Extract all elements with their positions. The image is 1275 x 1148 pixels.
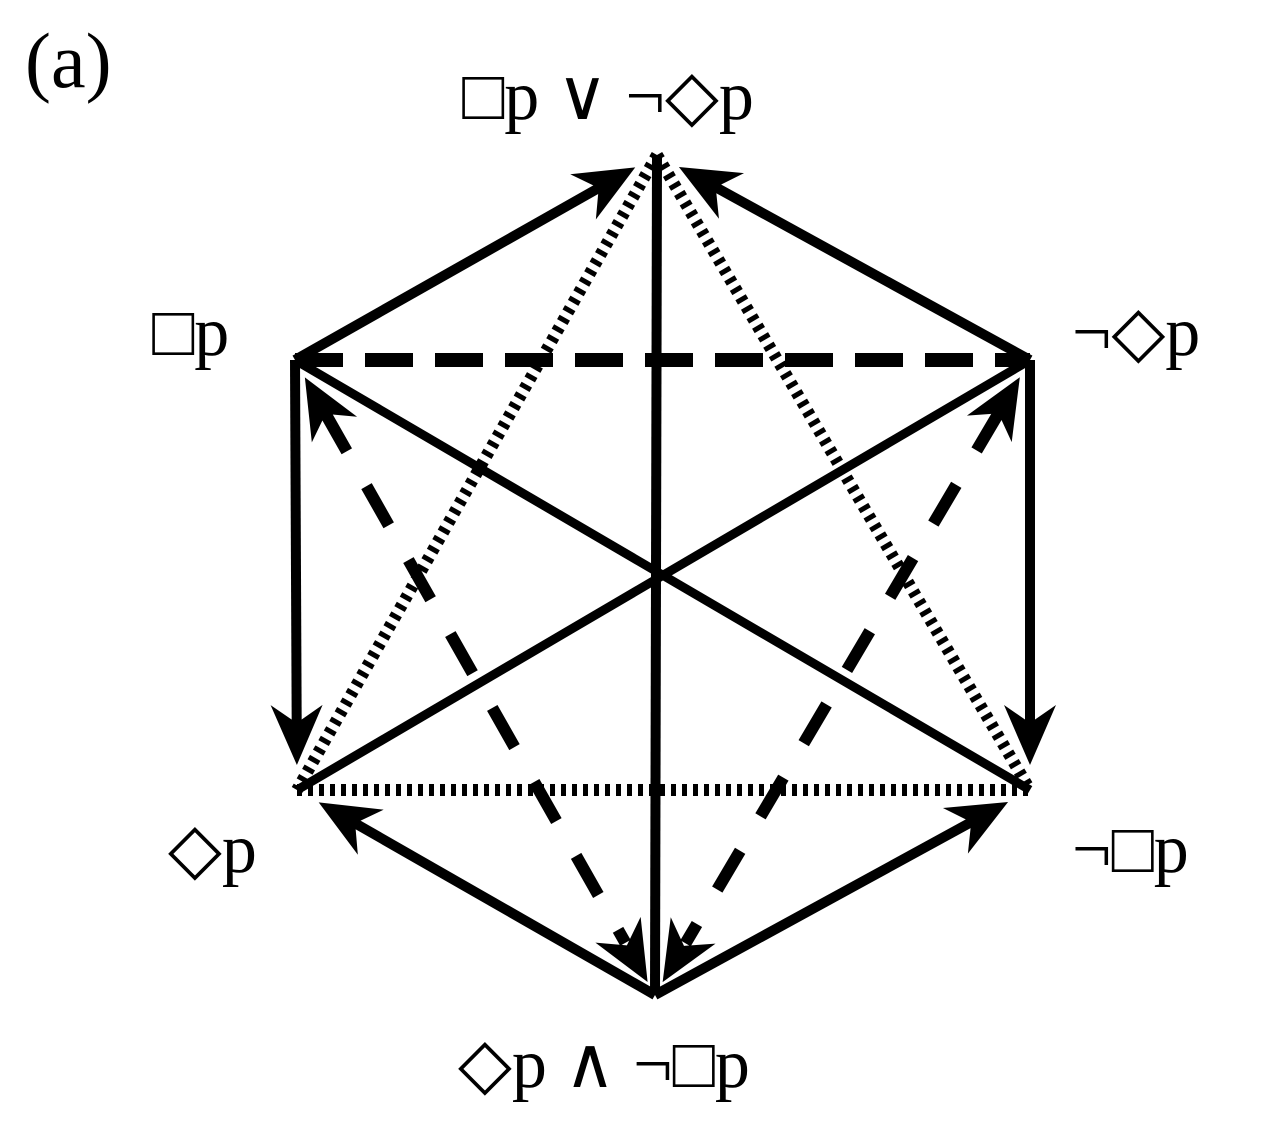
- edge-not_dia_p-bottom-start-arrowhead-icon: [966, 377, 1020, 443]
- edge-box_p-dia_p-arrowhead-icon: [270, 704, 323, 766]
- edge-bottom-not_box_p-arrow-line: [652, 814, 980, 1000]
- node-label-dia-p: ◇p: [168, 811, 257, 888]
- node-label-box-p: □p: [152, 294, 230, 371]
- edge-not_dia_p-bottom-dashed-line: [680, 408, 1005, 947]
- edge-box_p-bottom-start-arrowhead-icon: [304, 377, 358, 443]
- edge-bottom-dia_p-arrowhead-icon: [318, 802, 384, 855]
- edge-box_p-top-arrow-line: [292, 180, 608, 365]
- edge-box_p-dia_p-arrow-line: [290, 359, 302, 731]
- node-label-top: □p ∨ ¬◇p: [462, 58, 754, 135]
- edge-not_dia_p-top-arrow-line: [707, 179, 1033, 365]
- edge-not_dia_p-dia_p-solid-line: [294, 356, 1033, 794]
- panel-label: (a): [25, 17, 112, 104]
- node-label-not-box-p: ¬□p: [1072, 811, 1189, 888]
- edge-not_dia_p-top-arrowhead-icon: [678, 167, 745, 219]
- edge-box_p-top-arrowhead-icon: [570, 167, 636, 220]
- edge-not_dia_p-not_box_p-arrowhead-icon: [1004, 705, 1056, 765]
- node-label-bottom: ◇p ∧ ¬□p: [458, 1026, 750, 1103]
- edge-bottom-not_box_p-arrowhead-icon: [942, 801, 1009, 854]
- edge-box_p-bottom-end-arrowhead-icon: [595, 916, 648, 982]
- node-label-not-dia-p: ¬◇p: [1072, 294, 1201, 371]
- edge-box_p-bottom-dashed-line: [319, 409, 631, 946]
- edge-top-not_box_p-dotted-line: [651, 151, 1036, 794]
- edge-bottom-dia_p-arrow-line: [346, 815, 658, 1000]
- edge-not_dia_p-bottom-end-arrowhead-icon: [662, 917, 716, 983]
- edge-top-dia_p-dotted-line: [291, 152, 663, 793]
